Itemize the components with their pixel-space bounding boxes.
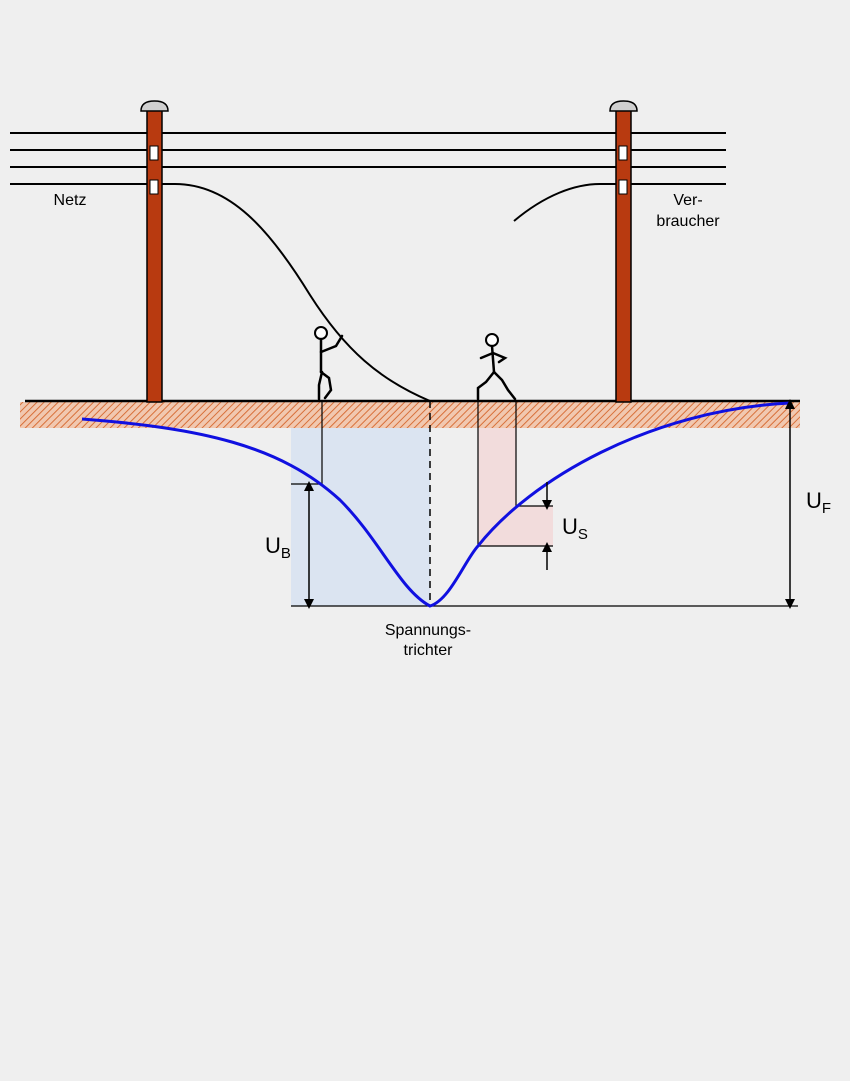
fault-voltage-label: UF xyxy=(806,488,831,517)
left-pole xyxy=(140,100,169,403)
broken-conductor-consumer-side xyxy=(513,183,601,222)
person-touching-icon xyxy=(314,326,344,401)
broken-conductor-network-side xyxy=(174,183,431,402)
funnel-label-line2: trichter xyxy=(404,642,454,659)
network-label: Netz xyxy=(54,192,87,209)
touch-voltage-area-upper xyxy=(322,428,430,484)
step-voltage-label: US xyxy=(562,514,588,543)
consumer-label-line2: braucher xyxy=(656,213,720,230)
potential-curve xyxy=(81,401,791,608)
funnel-label-line1: Spannungs- xyxy=(385,622,471,639)
person-walking-icon xyxy=(476,333,517,401)
right-pole xyxy=(609,100,638,403)
touch-voltage-label: UB xyxy=(265,533,291,562)
consumer-label-line1: Ver- xyxy=(673,192,702,209)
